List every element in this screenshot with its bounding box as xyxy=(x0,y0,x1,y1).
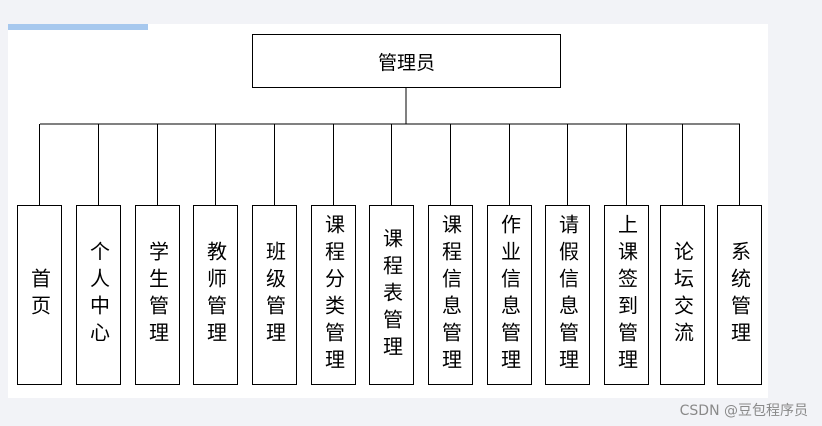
root-node-box: 管理员 xyxy=(252,34,561,88)
child-node-class-management: 班级管理 xyxy=(252,205,297,385)
child-node-leave-info-management: 请假信息管理 xyxy=(545,205,590,385)
child-node-label: 班级管理 xyxy=(262,241,287,349)
child-node-label: 教师管理 xyxy=(203,241,228,349)
child-node-label: 论坛交流 xyxy=(670,241,695,349)
child-node-student-management: 学生管理 xyxy=(135,205,180,385)
child-node-label: 个人中心 xyxy=(86,241,111,349)
child-node-system-management: 系统管理 xyxy=(717,205,762,385)
child-node-label: 课程表管理 xyxy=(379,227,404,363)
root-node-label: 管理员 xyxy=(377,51,435,74)
child-node-label: 请假信息管理 xyxy=(555,214,580,376)
child-node-label: 课程分类管理 xyxy=(321,214,346,376)
child-node-label: 首页 xyxy=(27,268,52,322)
child-node-course-category-management: 课程分类管理 xyxy=(311,205,356,385)
child-node-label: 作业信息管理 xyxy=(497,214,522,376)
child-drop-lines xyxy=(39,124,740,205)
child-node-personal-center: 个人中心 xyxy=(76,205,121,385)
child-node-class-attendance-management: 上课签到管理 xyxy=(604,205,649,385)
child-node-forum: 论坛交流 xyxy=(660,205,705,385)
child-node-label: 系统管理 xyxy=(727,241,752,349)
child-node-home: 首页 xyxy=(17,205,62,385)
child-node-timetable-management: 课程表管理 xyxy=(369,205,414,385)
child-node-label: 上课签到管理 xyxy=(614,214,639,376)
watermark-text: CSDN @豆包程序员 xyxy=(679,403,808,419)
child-node-label: 课程信息管理 xyxy=(438,214,463,376)
accent-bar xyxy=(8,24,148,30)
child-node-course-info-management: 课程信息管理 xyxy=(428,205,473,385)
child-node-homework-info-management: 作业信息管理 xyxy=(487,205,532,385)
child-node-teacher-management: 教师管理 xyxy=(193,205,238,385)
child-node-label: 学生管理 xyxy=(145,241,170,349)
